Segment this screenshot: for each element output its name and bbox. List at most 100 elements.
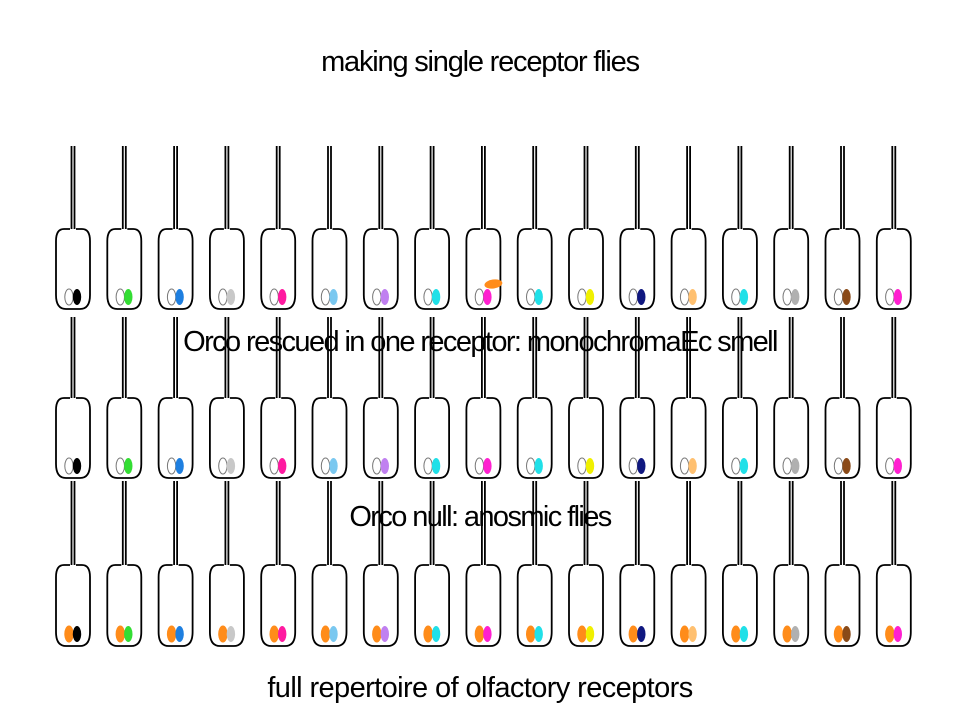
neuron [311, 317, 348, 479]
odorant-receptor [688, 289, 697, 305]
odorant-receptor [739, 458, 749, 474]
orco-missing [372, 288, 382, 306]
neuron [516, 146, 553, 310]
neuron [568, 481, 604, 647]
neuron [619, 481, 656, 647]
odorant-receptor [431, 458, 441, 474]
neuron [311, 146, 348, 310]
cell-body [670, 397, 707, 479]
cell-body [465, 564, 502, 647]
orco-coreceptor [885, 625, 895, 643]
orco-missing [782, 288, 792, 306]
diagram-title: making single receptor flies [321, 46, 640, 78]
cell-body [157, 228, 194, 310]
orco-coreceptor [423, 625, 433, 643]
cell-body [209, 228, 245, 310]
orco-coreceptor [833, 625, 844, 643]
orco-missing [269, 288, 279, 306]
cell-body [106, 397, 143, 479]
neuron [619, 146, 656, 310]
cell-body [619, 228, 656, 310]
odorant-receptor [893, 626, 902, 642]
cell-body [311, 397, 348, 479]
cell-body [824, 397, 861, 479]
orco-coreceptor [115, 625, 126, 643]
odorant-receptor [637, 458, 646, 474]
odorant-receptor [739, 626, 749, 642]
neuron [260, 317, 297, 479]
neuron [362, 146, 399, 310]
cell-body [773, 564, 810, 647]
orco-missing [423, 457, 433, 475]
neuron-row-full [55, 481, 912, 647]
odorant-receptor [72, 626, 82, 642]
odorant-receptor [380, 458, 389, 474]
cell-body [157, 564, 194, 647]
odorant-receptor [637, 289, 646, 305]
neuron-row-rescued [55, 146, 912, 310]
odorant-receptor [585, 626, 595, 642]
neuron [773, 146, 810, 310]
orco-missing [526, 457, 536, 475]
cell-body [414, 564, 450, 647]
odorant-receptor [534, 626, 543, 642]
orco-missing [885, 457, 895, 475]
cell-body [773, 228, 810, 310]
cell-body [465, 397, 502, 479]
orco-missing [218, 288, 228, 306]
orco-coreceptor [782, 625, 792, 643]
orco-missing [166, 457, 177, 475]
neuron [55, 481, 91, 647]
orco-missing [218, 457, 228, 475]
cell-body [722, 228, 758, 310]
orco-coreceptor [577, 625, 587, 643]
orco-missing [577, 288, 587, 306]
odorant-receptor [278, 289, 287, 305]
neuron [106, 146, 143, 310]
orco-missing [474, 457, 485, 475]
cell-body [619, 564, 656, 647]
orco-coreceptor [474, 625, 485, 643]
cell-body [260, 564, 297, 647]
neuron [209, 146, 245, 310]
cell-body [516, 564, 553, 647]
cell-body [311, 564, 348, 647]
cell-body [55, 397, 91, 479]
cell-body [875, 228, 912, 310]
odorant-receptor [278, 626, 287, 642]
cell-body [55, 228, 91, 310]
orco-missing [372, 457, 382, 475]
cell-body [722, 564, 758, 647]
cell-body [55, 564, 91, 647]
cell-body [516, 228, 553, 310]
neuron [106, 317, 143, 479]
neuron [824, 146, 861, 310]
odorant-receptor [842, 289, 851, 305]
neuron [516, 317, 553, 479]
odorant-receptor [329, 458, 338, 474]
cell-body [568, 564, 604, 647]
odorant-receptor [380, 626, 389, 642]
odorant-receptor [585, 458, 595, 474]
cell-body [722, 397, 758, 479]
odorant-receptor [688, 626, 697, 642]
neuron [568, 146, 604, 310]
odorant-receptor [842, 626, 851, 642]
odorant-receptor [124, 626, 133, 642]
odorant-receptor [431, 289, 441, 305]
orco-coreceptor [372, 625, 382, 643]
orco-missing [526, 288, 536, 306]
orco-coreceptor [628, 625, 638, 643]
cell-body [875, 397, 912, 479]
odorant-receptor [380, 289, 389, 305]
cell-body [209, 564, 245, 647]
cell-body [773, 397, 810, 479]
cell-body [516, 397, 553, 479]
orco-missing [731, 288, 741, 306]
orco-coreceptor [166, 625, 177, 643]
orco-missing [320, 288, 331, 306]
neuron [157, 317, 194, 479]
neuron [362, 481, 399, 647]
cell-body [619, 397, 656, 479]
